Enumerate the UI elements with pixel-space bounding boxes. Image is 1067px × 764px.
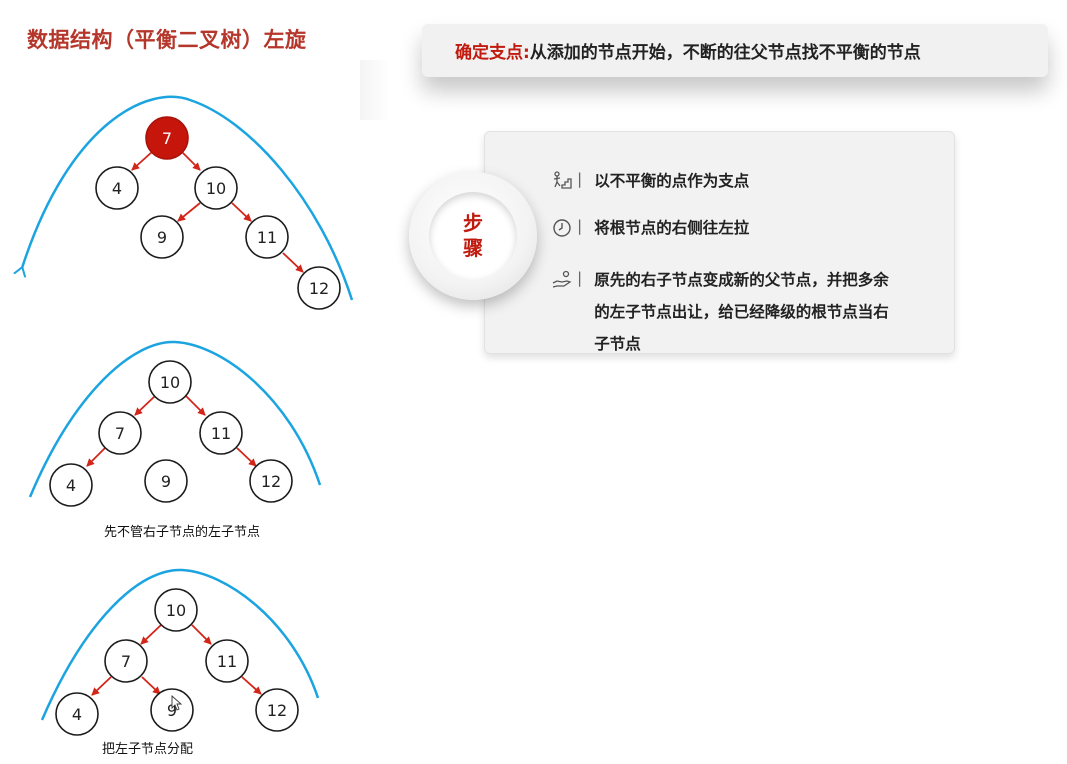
banner-label: 确定支点: [455, 43, 530, 63]
tree-node: 7 [104, 639, 148, 683]
svg-text:12: 12 [309, 279, 329, 298]
edge [236, 447, 257, 467]
svg-text:4: 4 [112, 179, 122, 198]
edge [91, 676, 112, 696]
tree-node: 4 [95, 166, 139, 210]
svg-text:4: 4 [66, 476, 76, 495]
tree-node: 4 [49, 463, 93, 507]
svg-text:12: 12 [261, 472, 281, 491]
step-item: | 将根节点的右侧往左拉 [551, 217, 749, 244]
edge [180, 150, 201, 171]
step-text: 原先的右子节点变成新的父节点，并把多余的左子节点出让，给已经降级的根节点当右子节… [594, 271, 889, 353]
tree-node: 12 [297, 266, 341, 310]
parabola-arc [40, 568, 320, 721]
tree-node: 12 [255, 688, 299, 732]
svg-text:7: 7 [162, 129, 172, 148]
pivot-banner: 确定支点: 从添加的节点开始，不断的往父节点找不平衡的节点 [422, 24, 1048, 77]
step-text: 将根节点的右侧往左拉 [594, 219, 750, 237]
svg-text:7: 7 [121, 652, 131, 671]
edge [282, 252, 304, 273]
hand-coin-icon [552, 270, 572, 288]
panel-shadow [360, 60, 390, 120]
caption-diagram-2: 先不管右子节点的左子节点 [104, 525, 261, 540]
steps-card: | 以不平衡的点作为支点 | 将根节点的右侧往左拉 | 原先的右子节点变成新的父… [484, 131, 955, 354]
edge [131, 150, 154, 171]
edge [191, 624, 212, 645]
step-item: | 以不平衡的点作为支点 [551, 170, 749, 197]
steps-badge: 步 骤 [409, 172, 537, 300]
diagram-2: 10 7 11 4 9 12 [28, 340, 322, 507]
diagram-3: 10 7 11 4 9 12 [40, 568, 320, 736]
edge [140, 624, 162, 645]
edge [185, 395, 206, 416]
tree-node: 10 [194, 166, 238, 210]
tree-node: 10 [148, 360, 192, 404]
page-title: 数据结构（平衡二叉树）左旋 [27, 28, 307, 52]
edge [241, 676, 262, 695]
tree-node: 12 [249, 459, 293, 503]
clock-icon [553, 219, 571, 237]
edge [141, 676, 161, 695]
tree-node: 4 [55, 692, 99, 736]
parabola-arc [28, 340, 322, 498]
badge-char: 步 [463, 211, 483, 235]
svg-text:7: 7 [115, 424, 125, 443]
tree-node-root: 7 [145, 116, 189, 160]
edge [86, 447, 106, 467]
edge [177, 202, 201, 222]
cursor-icon [171, 694, 183, 711]
svg-text:9: 9 [161, 472, 171, 491]
svg-text:9: 9 [157, 228, 167, 247]
step-item: | 原先的右子节点变成新的父节点，并把多余的左子节点出让，给已经降级的根节点当右… [551, 269, 891, 353]
banner-text: 从添加的节点开始，不断的往父节点找不平衡的节点 [529, 43, 921, 63]
svg-text:4: 4 [72, 705, 82, 724]
person-stairs-icon [553, 171, 572, 189]
tree-node: 7 [98, 411, 142, 455]
caption-diagram-3: 把左子节点分配 [102, 742, 194, 757]
svg-text:12: 12 [267, 701, 287, 720]
edge [134, 395, 156, 416]
tree-diagrams: 7 4 10 9 11 12 10 7 11 4 9 12 10 7 11 4 … [0, 95, 354, 736]
tree-node: 9 [140, 215, 184, 259]
tree-node: 11 [245, 215, 289, 259]
rotation-arc [22, 95, 354, 301]
tree-node: 11 [199, 411, 243, 455]
svg-text:10: 10 [166, 601, 186, 620]
tree-node: 9 [150, 688, 194, 732]
svg-text:11: 11 [211, 424, 231, 443]
svg-text:11: 11 [217, 652, 237, 671]
step-text: 以不平衡的点作为支点 [594, 172, 750, 190]
badge-char: 骤 [463, 236, 483, 260]
tree-node: 11 [205, 639, 249, 683]
tree-node: 10 [154, 588, 198, 632]
edge [231, 202, 252, 222]
svg-text:10: 10 [160, 373, 180, 392]
svg-text:9: 9 [167, 701, 177, 720]
tree-node: 9 [144, 459, 188, 503]
diagram-1: 7 4 10 9 11 12 [22, 95, 354, 310]
svg-text:11: 11 [257, 228, 277, 247]
svg-text:10: 10 [206, 179, 226, 198]
